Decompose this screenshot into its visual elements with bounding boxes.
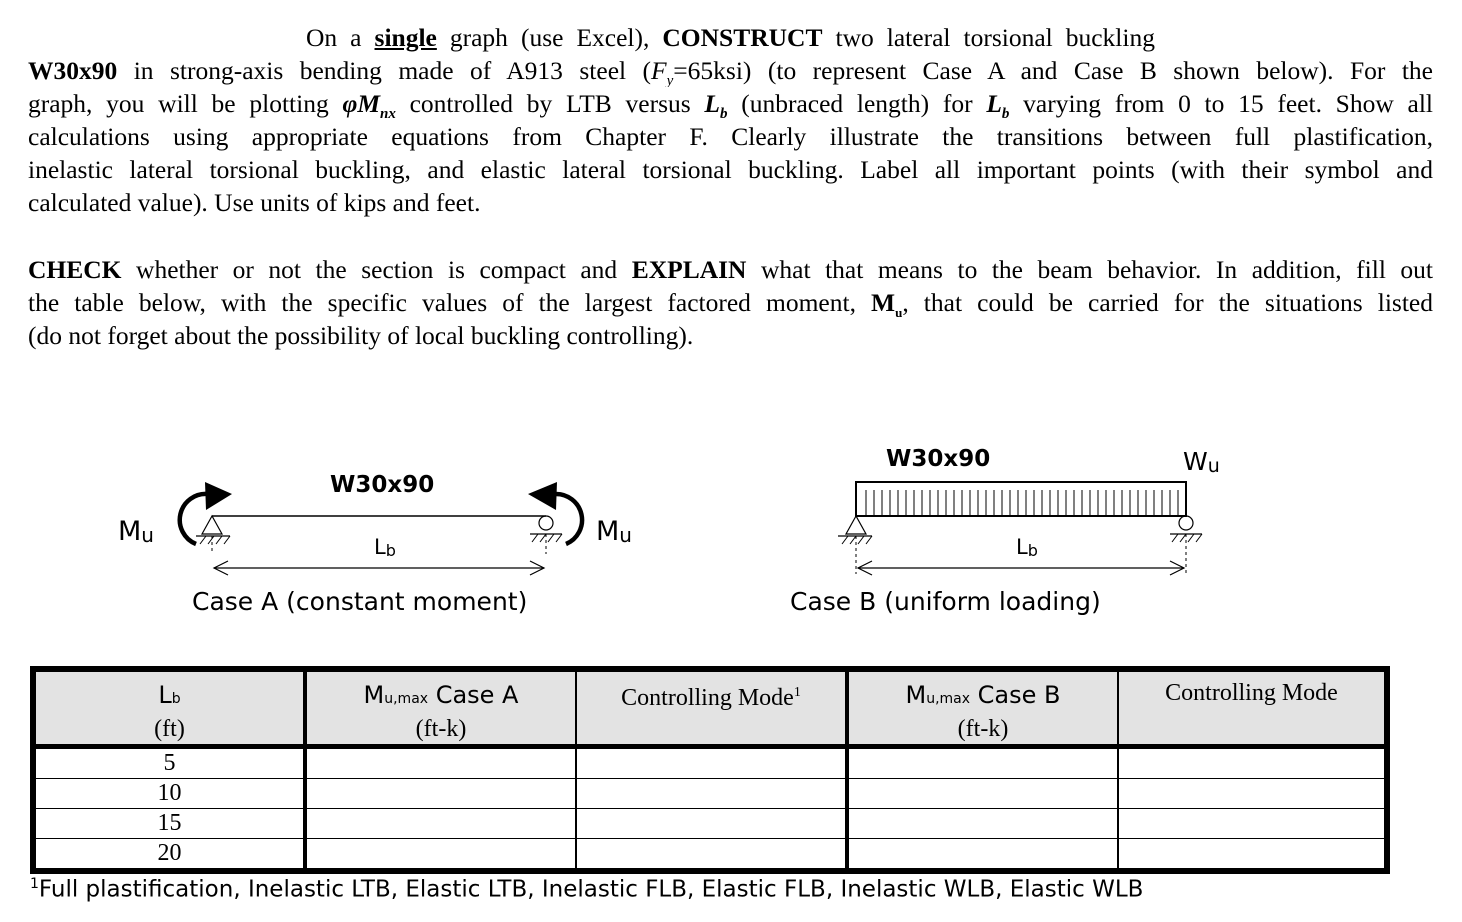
cell-mu-case-b[interactable] <box>846 778 1119 809</box>
case-a-section-label: W30x90 <box>330 472 434 498</box>
cell-mu-case-b[interactable] <box>846 838 1119 874</box>
case-a-left-arrowhead-icon <box>205 482 232 510</box>
cell-mode-case-a[interactable] <box>575 808 849 839</box>
header-mu-case-a: Mu,max Case A (ft-k) <box>304 666 577 749</box>
check-line-1: CHECK whether or not the section is comp… <box>28 255 1433 284</box>
cell-mode-case-a[interactable] <box>575 838 849 874</box>
case-a-left-mu-label: Mu <box>118 516 154 547</box>
footnote-text: Full plastification, Inelastic LTB, Elas… <box>38 876 1144 903</box>
instructions-line-1: On a single graph (use Excel), CONSTRUCT… <box>306 23 1155 52</box>
case-a-right-arrowhead-icon <box>528 482 557 510</box>
footnote-mark: 1 <box>30 876 39 892</box>
cell-mu-case-b[interactable] <box>846 746 1119 779</box>
cell-mu-case-a[interactable] <box>304 778 577 809</box>
instructions-line-3: graph, you will be plotting φMnx control… <box>28 89 1433 120</box>
case-a-left-moment-arrow-icon <box>177 491 209 547</box>
case-a-pin-support <box>196 514 231 554</box>
case-b-load-ticks <box>865 490 1179 516</box>
header-mu-case-b: Mu,max Case B (ft-k) <box>846 666 1119 749</box>
table-row: 20 <box>30 838 1390 874</box>
case-b-section-label: W30x90 <box>886 446 990 472</box>
cell-mode-case-b[interactable] <box>1117 838 1390 874</box>
header-controlling-mode-b: Controlling Mode <box>1117 666 1390 749</box>
cell-mu-case-a[interactable] <box>304 746 577 779</box>
cell-mode-case-b[interactable] <box>1117 808 1390 839</box>
cell-lb: 20 <box>30 838 307 874</box>
cell-mode-case-b[interactable] <box>1117 746 1390 779</box>
case-a-lb-label: Lb <box>374 535 396 560</box>
case-a-caption: Case A (constant moment) <box>192 587 527 616</box>
case-a-right-mu-label: Mu <box>596 516 632 547</box>
table-header-row: Lb (ft) Mu,max Case A (ft-k) Controlling… <box>30 666 1390 749</box>
instructions-line-4: calculations using appropriate equations… <box>28 122 1433 151</box>
case-a-right-moment-arrow-icon <box>554 491 585 547</box>
header-lb: Lb (ft) <box>30 666 307 749</box>
case-b-wu-label: Wu <box>1183 447 1220 477</box>
results-table: Lb (ft) Mu,max Case A (ft-k) Controlling… <box>30 666 1390 874</box>
instructions-paragraph: On a single graph (use Excel), CONSTRUCT… <box>28 21 1433 219</box>
cell-mode-case-b[interactable] <box>1117 778 1390 809</box>
instructions-line-2: W30x90 in strong-axis bending made of A9… <box>28 56 1433 87</box>
cell-mode-case-a[interactable] <box>575 778 849 809</box>
check-line-2: the table below, with the specific value… <box>28 288 1433 319</box>
table-row: 15 <box>30 808 1390 839</box>
instructions-line-6: calculated value). Use units of kips and… <box>28 188 481 217</box>
check-paragraph: CHECK whether or not the section is comp… <box>28 253 1433 352</box>
cell-mu-case-a[interactable] <box>304 838 577 874</box>
case-b-lb-label: Lb <box>1016 535 1038 560</box>
cell-mu-case-b[interactable] <box>846 808 1119 839</box>
cell-lb: 10 <box>30 778 307 809</box>
table-row: 5 <box>30 746 1390 779</box>
check-line-3: (do not forget about the possibility of … <box>28 321 694 350</box>
header-controlling-mode-a: Controlling Mode1 <box>575 666 849 749</box>
case-b-roller-support <box>1170 515 1203 574</box>
instructions-line-5: inelastic lateral torsional buckling, an… <box>28 155 1433 184</box>
case-b-pin-support <box>838 514 873 574</box>
case-a-roller-support <box>530 515 563 554</box>
cell-lb: 15 <box>30 808 307 839</box>
beam-diagrams: W30x90 Mu Mu Lb Cas <box>118 446 1220 616</box>
table-row: 10 <box>30 778 1390 809</box>
cell-mu-case-a[interactable] <box>304 808 577 839</box>
case-a-diagram: W30x90 Mu Mu Lb Cas <box>118 472 632 616</box>
cell-mode-case-a[interactable] <box>575 746 849 779</box>
case-b-diagram: W30x90 Wu Lb Case B (uniform loading) <box>790 446 1220 616</box>
cell-lb: 5 <box>30 746 307 779</box>
case-b-caption: Case B (uniform loading) <box>790 587 1101 616</box>
footnote: 1Full plastification, Inelastic LTB, Ela… <box>30 876 1143 903</box>
